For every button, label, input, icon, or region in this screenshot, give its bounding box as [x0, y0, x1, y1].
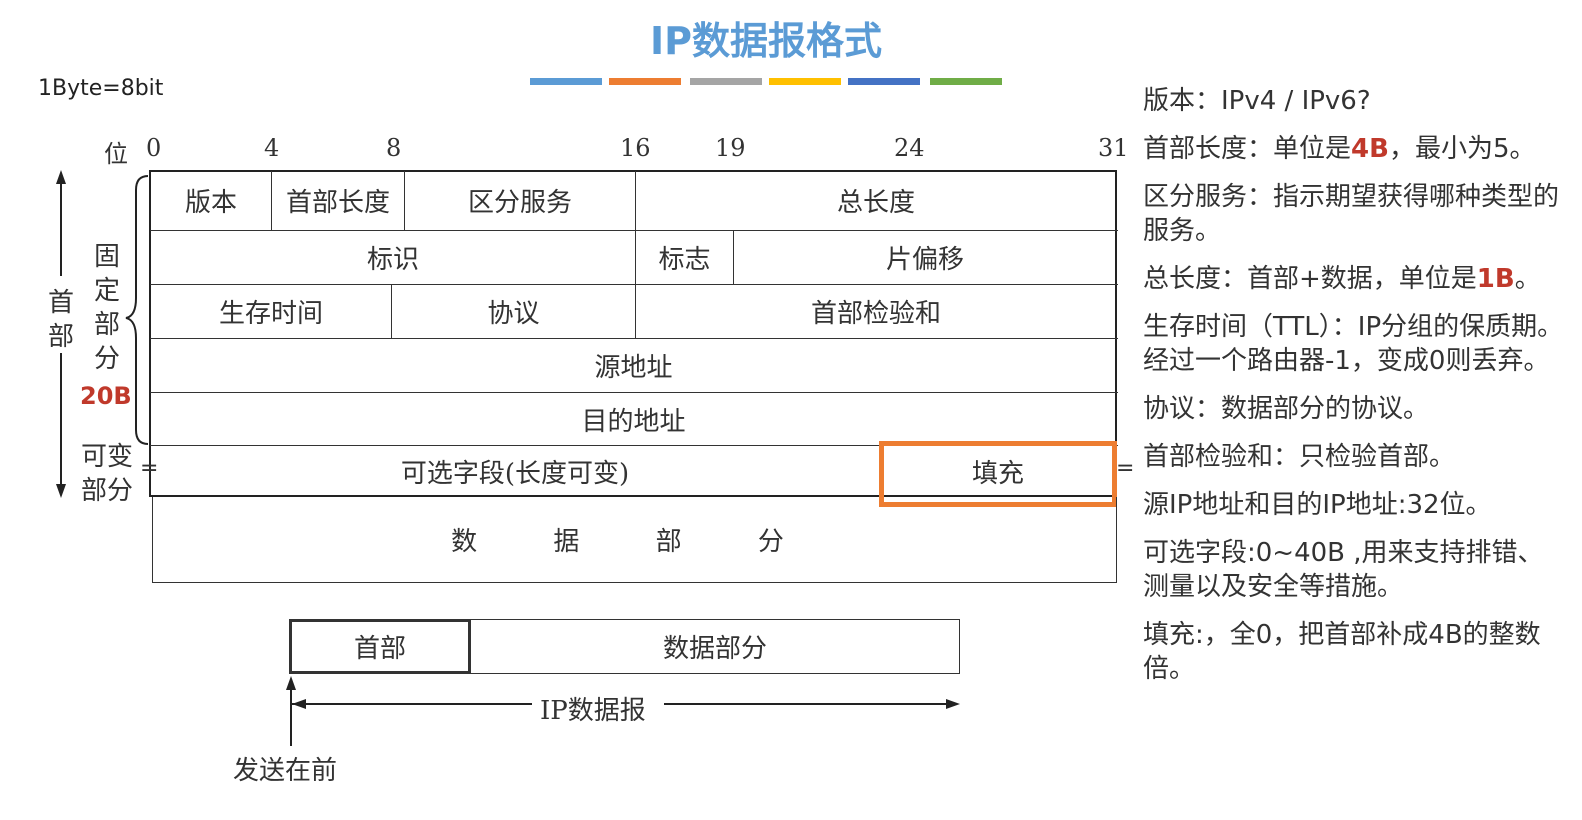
row-divider	[150, 445, 1118, 446]
field-version: 版本	[184, 188, 237, 218]
row-divider	[150, 392, 1118, 393]
note-options: 可选字段:0~40B ,用来支持排错、测量以及安全等措施。	[1143, 538, 1544, 602]
col-divider	[391, 285, 392, 338]
field-total-length: 总长度	[836, 188, 915, 218]
packet-arrows	[286, 676, 960, 746]
color-bar-2	[609, 78, 681, 85]
bit-axis-label: 位	[104, 140, 128, 168]
bit-tick: 31	[1098, 134, 1129, 162]
note-diff-service: 区分服务：指示期望获得哪种类型的服务。	[1143, 182, 1560, 246]
send-first-label: 发送在前	[233, 756, 338, 786]
notes-panel: 版本：IPv4 / IPv6? 首部长度：单位是4B，最小为5。 区分服务：指示…	[1143, 84, 1568, 700]
row-divider	[150, 230, 1118, 231]
page-title: IP数据报格式	[650, 19, 882, 63]
field-diff-service: 区分服务	[467, 188, 572, 218]
header-label: 首 部	[47, 288, 74, 352]
header-frame	[149, 170, 1117, 497]
note-total-length: 总长度：首部+数据，单位是1B。	[1143, 264, 1541, 294]
color-bar-3	[690, 78, 762, 85]
col-divider	[733, 231, 734, 284]
field-ttl: 生存时间	[218, 299, 323, 329]
field-fragment-offset: 片偏移	[885, 245, 964, 275]
bit-tick: 0	[146, 134, 162, 162]
col-divider	[635, 171, 636, 338]
note-padding: 填充:，全0，把首部补成4B的整数倍。	[1143, 620, 1541, 684]
color-bar-5	[848, 78, 920, 85]
note-ttl: 生存时间（TTL）：IP分组的保质期。经过一个路由器-1，变成0则丢弃。	[1143, 312, 1564, 376]
equal-mark-left: =	[140, 456, 159, 481]
packet-data-box	[470, 619, 960, 674]
color-bar-4	[769, 78, 841, 85]
bit-tick: 16	[620, 134, 651, 162]
padding-highlight	[879, 441, 1117, 507]
unit-note: 1Byte=8bit	[38, 76, 164, 101]
field-flags: 标志	[658, 245, 711, 275]
field-dst-addr: 目的地址	[581, 406, 686, 437]
variable-part-label: 可变 部分	[80, 442, 133, 506]
color-bar-6	[930, 78, 1002, 85]
fixed-part-label: 固 定 部 分	[93, 242, 120, 374]
row-divider	[150, 284, 1118, 285]
note-addresses: 源IP地址和目的IP地址:32位。	[1143, 490, 1492, 520]
field-padding: 填充	[971, 458, 1024, 489]
bit-tick: 4	[264, 134, 280, 162]
fixed-size-label: 20B	[80, 382, 132, 410]
field-options: 可选字段(长度可变)	[400, 458, 630, 489]
field-identification: 标识	[366, 245, 419, 275]
row-divider	[150, 338, 1118, 339]
bit-tick: 8	[386, 134, 402, 162]
field-protocol: 协议	[487, 299, 540, 329]
equal-mark-right: =	[1116, 456, 1135, 481]
left-brackets	[56, 170, 149, 498]
packet-header-label: 首部	[353, 634, 406, 664]
note-checksum: 首部检验和：只检验首部。	[1143, 442, 1456, 472]
bit-tick: 24	[894, 134, 925, 162]
color-bar-1	[530, 78, 602, 85]
note-header-length: 首部长度：单位是4B，最小为5。	[1143, 134, 1536, 164]
note-protocol: 协议：数据部分的协议。	[1143, 394, 1430, 424]
col-divider	[271, 171, 272, 230]
col-divider	[404, 171, 405, 230]
ip-datagram-label: IP数据报	[540, 696, 646, 726]
field-checksum: 首部检验和	[810, 299, 941, 329]
packet-header-box	[289, 619, 471, 674]
field-data: 数 据 部 分	[152, 497, 1117, 583]
bit-tick: 19	[715, 134, 746, 162]
field-src-addr: 源地址	[594, 353, 673, 383]
packet-data-label: 数据部分	[662, 634, 767, 664]
field-header-length: 首部长度	[285, 188, 390, 218]
note-version: 版本：IPv4 / IPv6?	[1143, 86, 1371, 116]
